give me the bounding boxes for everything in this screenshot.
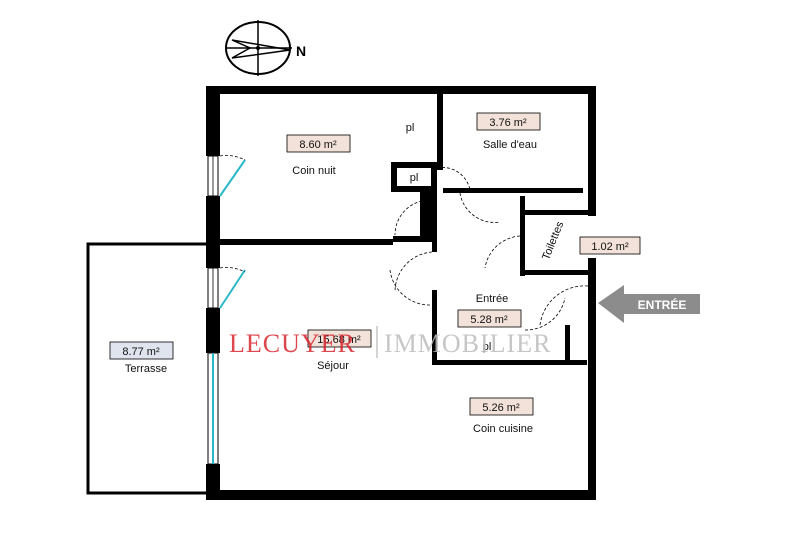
terrasse-label: Terrasse	[125, 363, 167, 375]
toilettes-area: 1.02 m²	[591, 241, 629, 253]
interior-walls	[218, 90, 588, 365]
coin-cuisine-area: 5.26 m²	[482, 402, 520, 414]
door-swings	[389, 167, 589, 331]
entrance-label: ENTRÉE	[638, 297, 687, 312]
watermark-logo: LECUYER IMMOBILIER	[229, 326, 551, 358]
toilettes-label: Toilettes	[540, 219, 566, 261]
terrasse-area: 8.77 m²	[122, 346, 160, 358]
closet-label: pl	[483, 341, 492, 353]
closet-label: pl	[406, 122, 415, 134]
watermark-left: LECUYER	[229, 329, 356, 358]
entrance-arrow-icon	[598, 285, 700, 323]
coin-nuit-area: 8.60 m²	[299, 139, 337, 151]
windows	[207, 155, 246, 465]
pillar	[420, 186, 437, 238]
salle-eau-label: Salle d'eau	[483, 139, 537, 151]
sejour-label: Séjour	[317, 360, 349, 372]
area-boxes	[109, 112, 641, 416]
coin-cuisine-label: Coin cuisine	[473, 423, 533, 435]
compass-north-label: N	[296, 43, 306, 59]
entree-area: 5.28 m²	[470, 314, 508, 326]
outer-walls	[206, 86, 596, 500]
watermark-right: IMMOBILIER	[384, 329, 551, 358]
closet-label: pl	[410, 172, 419, 184]
compass-icon	[225, 20, 292, 76]
coin-nuit-label: Coin nuit	[292, 165, 335, 177]
entree-label-room: Entrée	[476, 293, 508, 305]
sejour-area: 15.68 m²	[317, 334, 361, 346]
salle-eau-area: 3.76 m²	[489, 117, 527, 129]
